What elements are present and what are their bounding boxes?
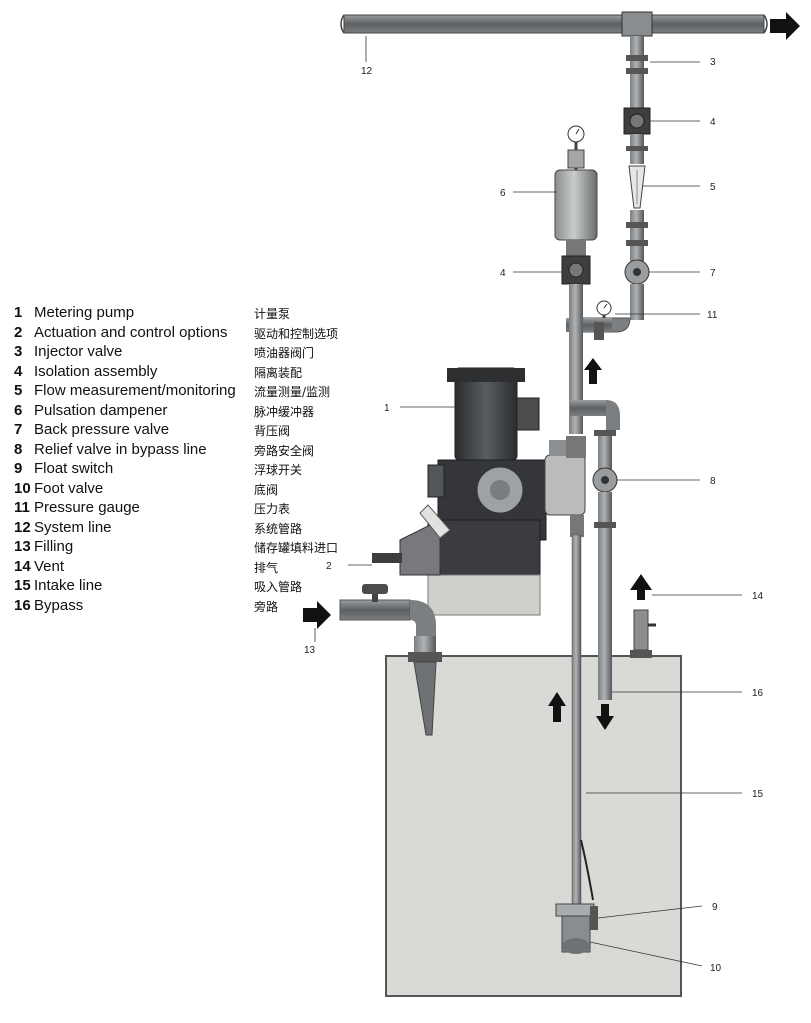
vent xyxy=(630,609,656,658)
legend-label-en: Injector valve xyxy=(34,343,123,360)
callout-6: 6 xyxy=(500,188,506,199)
legend-label-zh: 排气 xyxy=(254,560,279,575)
legend-number: 7 xyxy=(14,421,23,438)
legend-item: 2 Actuation and control options 驱动和控制选项 xyxy=(10,324,370,344)
callout-7: 7 xyxy=(710,268,716,279)
legend-item: 3 Injector valve 喷油器阀门 xyxy=(10,343,370,363)
legend-label-en: Isolation assembly xyxy=(34,362,158,380)
legend-number: 4 xyxy=(14,362,23,380)
legend-number: 10 xyxy=(14,479,31,497)
legend-number: 11 xyxy=(14,499,30,516)
legend-label-zh: 隔离装配 xyxy=(254,365,303,380)
flow-out-arrow xyxy=(770,12,800,40)
legend-number: 1 xyxy=(14,304,23,321)
legend-item: 4 Isolation assembly 隔离装配 xyxy=(10,363,370,383)
legend-number: 8 xyxy=(14,440,23,458)
legend-label-en: Flow measurement/monitoring xyxy=(34,382,236,399)
callout-3: 3 xyxy=(710,57,716,68)
legend-label-zh: 浮球开关 xyxy=(254,463,303,477)
legend-label-en: Metering pump xyxy=(34,304,135,321)
callout-2: 2 xyxy=(326,561,332,572)
legend-label-zh: 系统管路 xyxy=(254,521,303,536)
legend-label-en: Pressure gauge xyxy=(34,499,140,516)
storage-tank xyxy=(385,655,682,997)
component-legend: 1 Metering pump 计量泵 2 Actuation and control … xyxy=(10,304,370,616)
legend-label-zh: 背压阀 xyxy=(254,424,291,438)
legend-number: 3 xyxy=(14,343,23,360)
legend-label-en: Relief valve in bypass line xyxy=(34,440,207,458)
legend-label-zh: 吸入管路 xyxy=(254,580,303,594)
legend-label-en: System line xyxy=(34,518,112,536)
legend-label-zh: 流量测量/监测 xyxy=(254,385,331,399)
vent-arrow xyxy=(630,574,652,600)
callout-12: 12 xyxy=(361,66,373,77)
callout-14: 14 xyxy=(752,591,764,602)
filling-arrow xyxy=(303,601,331,629)
legend-label-zh: 底阀 xyxy=(254,482,279,497)
pulsation-dampener xyxy=(554,125,598,434)
legend-label-zh: 脉冲缓冲器 xyxy=(254,404,315,419)
legend-number: 6 xyxy=(14,401,23,419)
callout-13: 13 xyxy=(304,645,316,656)
legend-label-en: Foot valve xyxy=(34,479,104,497)
legend-number: 16 xyxy=(14,596,31,614)
legend-label-zh: 旁路 xyxy=(254,599,279,614)
callout-15: 15 xyxy=(752,789,764,800)
legend-label-en: Bypass xyxy=(34,596,84,614)
legend-label-en: Filling xyxy=(34,538,74,555)
legend-label-zh: 储存罐填料进口 xyxy=(254,541,339,555)
legend-number: 15 xyxy=(14,577,31,594)
legend-label-en: Vent xyxy=(34,557,65,575)
legend-number: 2 xyxy=(14,323,23,341)
legend-item: 9 Float switch 浮球开关 xyxy=(10,460,370,480)
legend-label-en: Intake line xyxy=(34,577,103,594)
legend-number: 5 xyxy=(14,382,23,399)
legend-item: 1 Metering pump 计量泵 xyxy=(10,304,370,324)
callout-10: 10 xyxy=(710,963,722,974)
legend-label-en: Pulsation dampener xyxy=(34,401,168,419)
legend-number: 13 xyxy=(14,538,31,555)
callout-9: 9 xyxy=(712,902,718,913)
up-arrow-discharge xyxy=(584,358,602,384)
callout-4-side: 4 xyxy=(500,268,506,279)
legend-label-zh: 压力表 xyxy=(254,502,291,516)
legend-label-zh: 喷油器阀门 xyxy=(254,346,315,360)
system-line xyxy=(340,11,768,37)
legend-number: 12 xyxy=(14,518,31,536)
callout-11: 11 xyxy=(707,310,718,321)
callout-4-top: 4 xyxy=(710,117,716,128)
legend-label-zh: 计量泵 xyxy=(254,307,291,321)
legend-item: 6 Pulsation dampener 脉冲缓冲器 xyxy=(10,402,370,422)
legend-item: 8 Relief valve in bypass line 旁路安全阀 xyxy=(10,441,370,461)
up-arrow-intake xyxy=(548,692,566,722)
legend-label-en: Actuation and control options xyxy=(34,323,228,341)
legend-label-zh: 旁路安全阀 xyxy=(254,443,315,458)
callout-16: 16 xyxy=(752,688,764,699)
filling-line xyxy=(339,584,442,736)
foot-valve xyxy=(555,903,598,954)
callout-5: 5 xyxy=(710,182,716,193)
callout-8: 8 xyxy=(710,476,716,487)
down-arrow-bypass xyxy=(596,704,614,730)
legend-number: 14 xyxy=(14,557,31,575)
legend-label-en: Float switch xyxy=(34,460,114,477)
legend-number: 9 xyxy=(14,460,23,477)
legend-label-zh: 驱动和控制选项 xyxy=(254,326,339,341)
relief-bypass-line xyxy=(570,400,620,700)
legend-item: 7 Back pressure valve 背压阀 xyxy=(10,421,370,441)
callout-1: 1 xyxy=(384,403,390,414)
metering-pump xyxy=(372,367,586,616)
legend-label-en: Back pressure valve xyxy=(34,421,170,438)
legend-item: 5 Flow measurement/monitoring 流量测量/监测 xyxy=(10,382,370,402)
